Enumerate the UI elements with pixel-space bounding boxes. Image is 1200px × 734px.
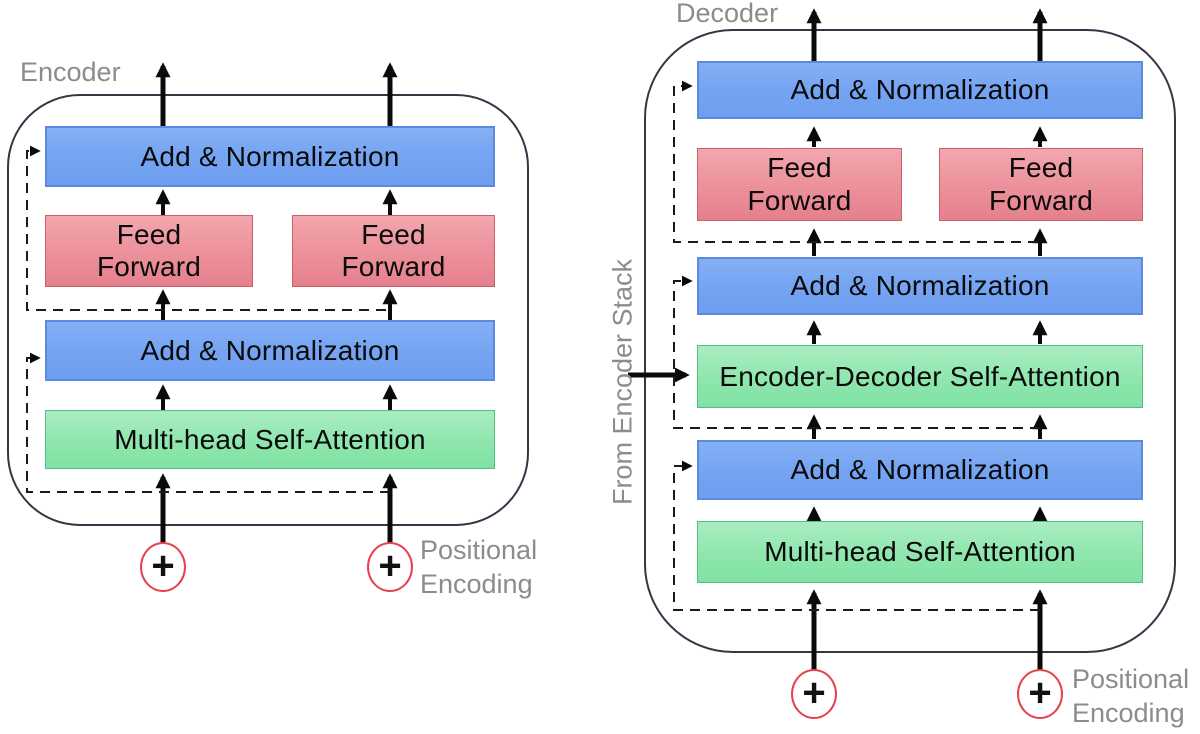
decoder-positional-plus-icon-left: + (791, 669, 837, 719)
from-encoder-stack-label: From Encoder Stack (607, 258, 638, 506)
encoder-add-norm-bottom: Add & Normalization (45, 320, 495, 381)
encoder-title: Encoder (20, 57, 121, 87)
plus-sign: + (802, 670, 826, 715)
decoder-positional-plus-icon-right: + (1017, 669, 1063, 719)
feed-forward-label-line2: Forward (747, 184, 852, 216)
encoder-positional-plus-icon-left: + (140, 542, 186, 592)
feed-forward-label-line2: Forward (96, 251, 202, 282)
encoder-positional-plus-icon-right: + (367, 542, 413, 592)
positional-label-line2: Encoding (1072, 698, 1185, 729)
decoder-add-norm-top-label: Add & Normalization (790, 74, 1050, 105)
encoder-add-norm-top-label: Add & Normalization (140, 140, 400, 172)
decoder-multi-head-label: Multi-head Self-Attention (764, 536, 1076, 567)
feed-forward-label-line2: Forward (341, 251, 446, 282)
encoder-multi-head-label: Multi-head Self-Attention (114, 423, 426, 455)
plus-sign: + (151, 543, 175, 588)
positional-label-line1: Positional (1072, 664, 1190, 694)
feed-forward-label-line1: Feed (1008, 152, 1074, 184)
decoder-residual-connections (673, 80, 1040, 611)
feed-forward-label-line1: Feed (767, 152, 832, 184)
feed-forward-label-line1: Feed (116, 218, 182, 250)
feed-forward-label-line1: Feed (361, 218, 426, 250)
decoder-add-norm-bottom: Add & Normalization (697, 440, 1143, 500)
decoder-add-norm-top: Add & Normalization (697, 61, 1143, 119)
encoder-add-norm-top: Add & Normalization (45, 126, 495, 187)
decoder-arrows (628, 8, 1048, 670)
decoder-title: Decoder (676, 0, 779, 28)
encoder-add-norm-bottom-label: Add & Normalization (140, 334, 400, 366)
encoder-feed-forward-right: Feed Forward (292, 215, 495, 287)
decoder-enc-dec-attn-label: Encoder-Decoder Self-Attention (719, 360, 1121, 392)
feed-forward-label-line2: Forward (988, 184, 1094, 216)
decoder-encoder-decoder-self-attention: Encoder-Decoder Self-Attention (697, 345, 1143, 408)
positional-label-line1: Positional (420, 535, 538, 565)
plus-sign: + (1028, 670, 1052, 715)
encoder-container (7, 94, 529, 526)
decoder-add-norm-bottom-label: Add & Normalization (790, 454, 1050, 485)
encoder-multi-head-self-attention: Multi-head Self-Attention (45, 410, 495, 469)
decoder-add-norm-middle: Add & Normalization (697, 257, 1143, 315)
decoder-container (644, 29, 1176, 653)
encoder-positional-encoding-label: Positional Encoding (420, 533, 537, 602)
decoder-positional-encoding-label: Positional Encoding (1072, 662, 1189, 731)
decoder-add-norm-middle-label: Add & Normalization (790, 270, 1050, 301)
decoder-feed-forward-right: Feed Forward (939, 148, 1143, 221)
plus-sign: + (378, 543, 402, 588)
encoder-feed-forward-left: Feed Forward (45, 215, 253, 287)
positional-label-line2: Encoding (420, 569, 533, 600)
decoder-multi-head-self-attention: Multi-head Self-Attention (697, 521, 1143, 583)
encoder-residual-connections (26, 145, 390, 493)
encoder-arrows (155, 62, 398, 543)
decoder-feed-forward-left: Feed Forward (697, 148, 902, 221)
